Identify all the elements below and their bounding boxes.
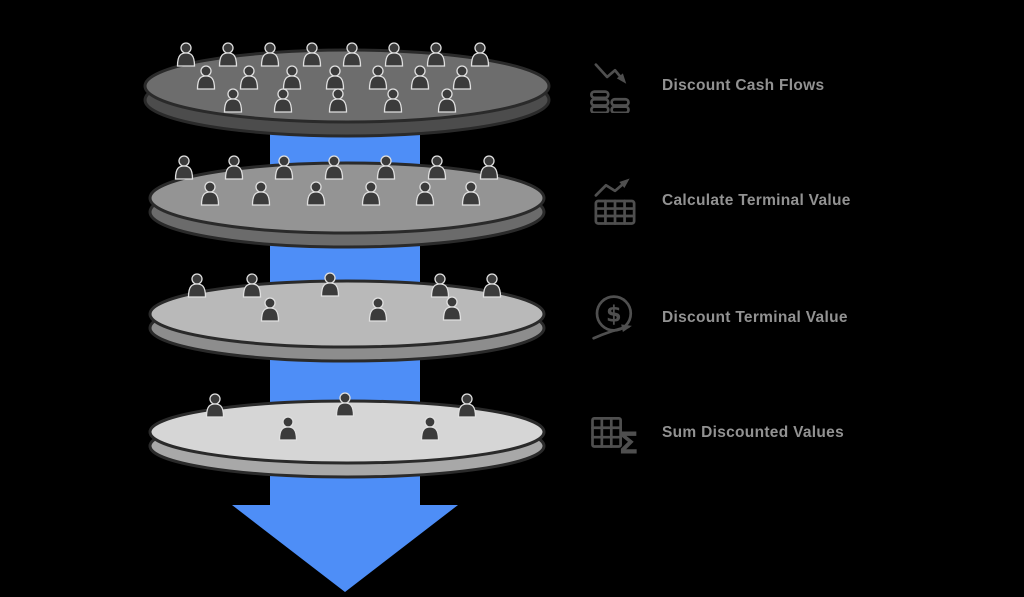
person-icon <box>479 155 499 180</box>
person-icon <box>187 273 207 298</box>
funnel-layers <box>143 42 551 479</box>
svg-text:Σ: Σ <box>618 426 639 460</box>
person-icon <box>302 42 322 67</box>
person-icon <box>427 155 447 180</box>
step-discount-cash-flows: Discount Cash Flows <box>588 56 824 116</box>
person-icon <box>430 273 450 298</box>
step-sum-discounted-values: Σ Sum Discounted Values <box>588 403 844 463</box>
person-icon <box>457 393 477 418</box>
person-icon <box>242 273 262 298</box>
disc-top <box>148 161 546 235</box>
person-icon <box>426 42 446 67</box>
step-calculate-terminal-value: Calculate Terminal Value <box>588 171 851 231</box>
person-icon <box>482 273 502 298</box>
person-icon <box>224 155 244 180</box>
person-icon <box>260 42 280 67</box>
step-label: Sum Discounted Values <box>662 424 845 441</box>
declining-chart-coins-icon <box>590 63 630 113</box>
funnel-layer-4 <box>148 392 546 479</box>
table-sigma-icon: Σ <box>591 417 639 460</box>
person-icon <box>205 393 225 418</box>
person-icon <box>342 42 362 67</box>
funnel-layer-3 <box>148 272 546 363</box>
step-discount-terminal-value: $ Discount Terminal Value <box>588 288 848 348</box>
funnel-layer-1 <box>143 42 551 138</box>
step-label: Discount Cash Flows <box>662 77 825 94</box>
person-icon <box>174 155 194 180</box>
person-icon <box>176 42 196 67</box>
step-label: Calculate Terminal Value <box>662 192 851 209</box>
growth-table-icon <box>594 178 636 225</box>
step-label: Discount Terminal Value <box>662 309 848 326</box>
person-icon <box>218 42 238 67</box>
dollar-circle-arrow-icon: $ <box>592 295 633 340</box>
person-icon <box>470 42 490 67</box>
funnel-layer-2 <box>148 155 546 249</box>
svg-text:$: $ <box>606 301 622 327</box>
person-icon <box>384 42 404 67</box>
